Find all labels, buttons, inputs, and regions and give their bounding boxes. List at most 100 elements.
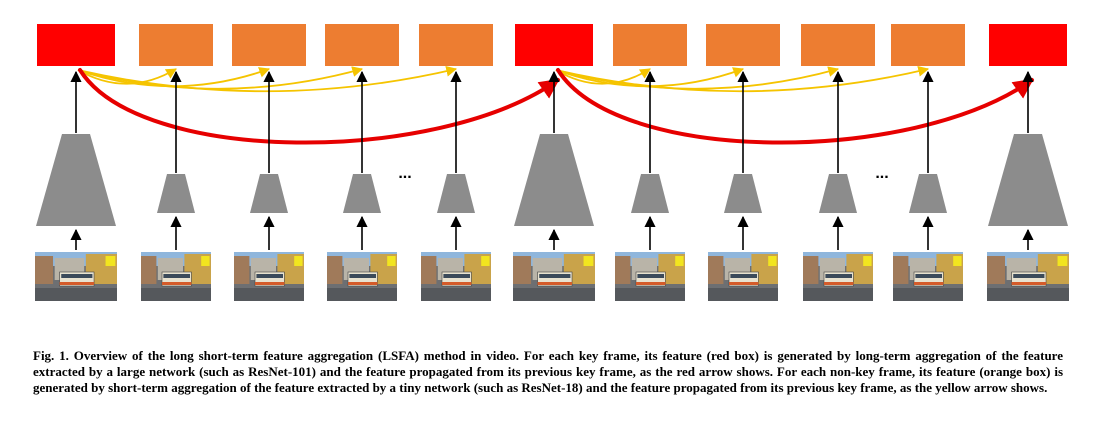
frame-street [141, 288, 211, 301]
nonkey-feature-box [232, 24, 306, 66]
ellipsis: ... [398, 165, 411, 182]
frame-bus-window [1013, 274, 1045, 278]
aggregation-arrows [77, 65, 1034, 145]
frame-bus-window [730, 274, 757, 278]
frame-column [987, 24, 1069, 301]
frame-building [803, 256, 819, 284]
frame-sign [953, 256, 962, 266]
frame-sign [294, 256, 303, 266]
frame-bus-stripe [537, 282, 573, 285]
frame-bus-window [61, 274, 93, 278]
frame-sign [387, 256, 396, 266]
nonkey-feature-box [419, 24, 493, 66]
frame-column [513, 24, 595, 301]
key-feature-box [37, 24, 115, 66]
frame-column [232, 24, 306, 301]
frame-bus-window [539, 274, 571, 278]
short-term-arrow [77, 65, 458, 93]
frame-sign [675, 256, 684, 266]
frame-column [706, 24, 780, 301]
frame-street [327, 288, 397, 301]
frame-street [987, 288, 1069, 301]
frame-bus-stripe [914, 282, 944, 285]
frame-sign [863, 256, 872, 266]
frame-bus-stripe [348, 282, 378, 285]
ellipsis: ... [875, 165, 888, 182]
frame-column [801, 24, 875, 301]
frame-column [613, 24, 687, 301]
frame-bus-stripe [1011, 282, 1047, 285]
frame-bus-window [163, 274, 190, 278]
tiny-network [250, 174, 288, 213]
long-term-arrow [78, 68, 560, 145]
frame-sign [481, 256, 490, 266]
frame-building [615, 256, 631, 284]
frame-street [35, 288, 117, 301]
frame-bus-stripe [824, 282, 854, 285]
frame-street [421, 288, 491, 301]
frame-street [234, 288, 304, 301]
frame-bus-stripe [636, 282, 666, 285]
video-frame-image [234, 252, 304, 301]
short-term-arrow [77, 66, 364, 90]
nonkey-feature-box [801, 24, 875, 66]
frame-bus-stripe [59, 282, 95, 285]
nonkey-feature-box [613, 24, 687, 66]
nonkey-feature-box [139, 24, 213, 66]
long-term-arrow [556, 68, 1034, 145]
frame-building [421, 256, 437, 284]
nonkey-feature-box [891, 24, 965, 66]
figure-caption: Fig. 1. Overview of the long short-term … [33, 348, 1063, 395]
video-frame-image [35, 252, 117, 301]
frame-column [325, 24, 399, 301]
tiny-network [724, 174, 762, 213]
video-frame-image [803, 252, 873, 301]
video-frame-image [893, 252, 963, 301]
nonkey-feature-box [325, 24, 399, 66]
frame-building [987, 256, 1006, 284]
short-term-arrow [555, 65, 930, 93]
frame-building [141, 256, 157, 284]
nonkey-feature-box [706, 24, 780, 66]
frame-street [513, 288, 595, 301]
tiny-network [437, 174, 475, 213]
video-frame-image [141, 252, 211, 301]
frame-street [708, 288, 778, 301]
frame-bus-stripe [162, 282, 192, 285]
frame-bus-stripe [729, 282, 759, 285]
frame-sign [201, 256, 210, 266]
frame-sign [583, 256, 594, 266]
frame-column [35, 24, 117, 301]
tiny-network [157, 174, 195, 213]
video-frame-image [421, 252, 491, 301]
frame-bus-window [443, 274, 470, 278]
video-frame-image [513, 252, 595, 301]
short-term-arrow [77, 68, 177, 85]
large-network [988, 134, 1068, 226]
frame-street [803, 288, 873, 301]
frame-street [893, 288, 963, 301]
frame-building [513, 256, 532, 284]
large-network [514, 134, 594, 226]
frame-bus-stripe [255, 282, 285, 285]
frame-building [708, 256, 724, 284]
frame-street [615, 288, 685, 301]
frame-bus-stripe [442, 282, 472, 285]
key-feature-box [989, 24, 1067, 66]
tiny-network [631, 174, 669, 213]
tiny-network [343, 174, 381, 213]
large-network [36, 134, 116, 226]
frame-building [234, 256, 250, 284]
frame-bus-window [915, 274, 942, 278]
frame-sign [1057, 256, 1068, 266]
frame-bus-window [256, 274, 283, 278]
frame-sign [768, 256, 777, 266]
frame-building [35, 256, 54, 284]
short-term-arrow [555, 68, 651, 85]
frame-building [327, 256, 343, 284]
frame-sign [105, 256, 116, 266]
frame-bus-window [825, 274, 852, 278]
frame-column [139, 24, 213, 301]
frame-bus-window [349, 274, 376, 278]
frame-column [891, 24, 965, 301]
